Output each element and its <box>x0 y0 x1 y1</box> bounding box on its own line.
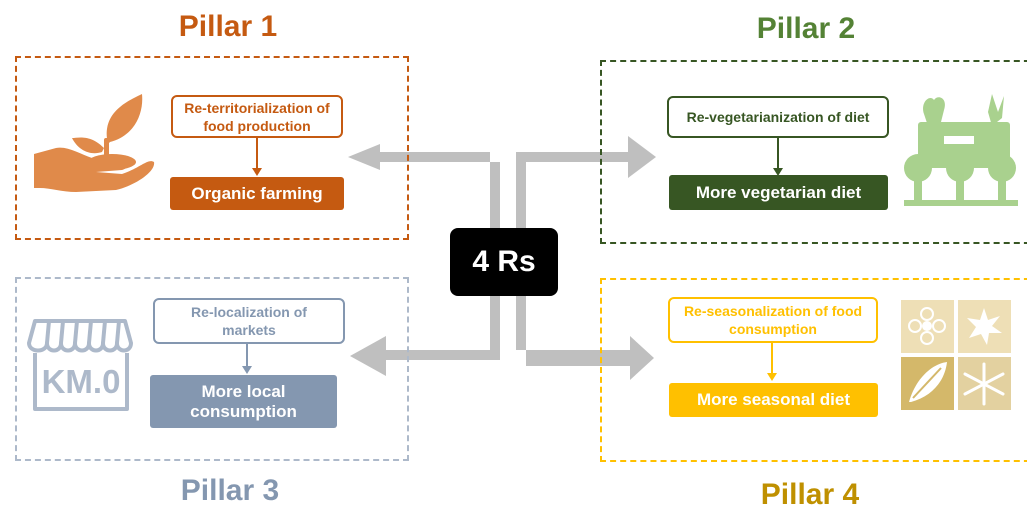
pillar-1-down-arrow <box>252 138 262 176</box>
pillar-3-down-arrow <box>242 344 252 374</box>
pillar-2-frame <box>600 60 1027 244</box>
arrow-to-pillar-4 <box>516 294 654 380</box>
pillar-4-outcome-box: More seasonal diet <box>669 383 878 417</box>
pillar-4-down-arrow <box>767 343 777 381</box>
pillar-1-frame <box>15 56 409 240</box>
pillar-1-principle-box: Re-territorialization of food production <box>171 95 343 138</box>
four-seasons-icon <box>901 300 1011 410</box>
sun-icon <box>967 308 1002 345</box>
vegetable-crate-icon <box>904 94 1018 206</box>
pillar-2-outcome-box: More vegetarian diet <box>669 175 888 210</box>
arrow-to-pillar-3 <box>350 294 500 376</box>
pillar-3-title: Pillar 3 <box>180 474 280 507</box>
center-4rs-box: 4 Rs <box>450 228 558 296</box>
pillar-4-title: Pillar 4 <box>760 478 860 511</box>
km0-shop-icon: KM.0 <box>25 313 135 413</box>
pillar-3-principle-box: Re-localization of markets <box>153 298 345 344</box>
arrow-to-pillar-1 <box>348 144 500 232</box>
pillar-3-frame <box>15 277 409 461</box>
pillar-1-outcome-box: Organic farming <box>170 177 344 210</box>
pillar-4-frame <box>600 278 1027 462</box>
pillar-2-principle-box: Re-vegetarianization of diet <box>667 96 889 138</box>
hand-sprout-icon <box>34 94 155 192</box>
pillar-2-title: Pillar 2 <box>756 12 856 45</box>
flower-icon <box>922 321 932 331</box>
pillar-1-title: Pillar 1 <box>178 10 278 43</box>
km0-label: KM.0 <box>41 363 121 400</box>
snowflake-icon <box>963 362 1005 406</box>
pillar-2-down-arrow <box>773 138 783 176</box>
pillar-3-outcome-box: More local consumption <box>150 375 337 428</box>
pillar-4-principle-box: Re-seasonalization of food consumption <box>668 297 878 343</box>
arrow-to-pillar-2 <box>516 136 656 232</box>
